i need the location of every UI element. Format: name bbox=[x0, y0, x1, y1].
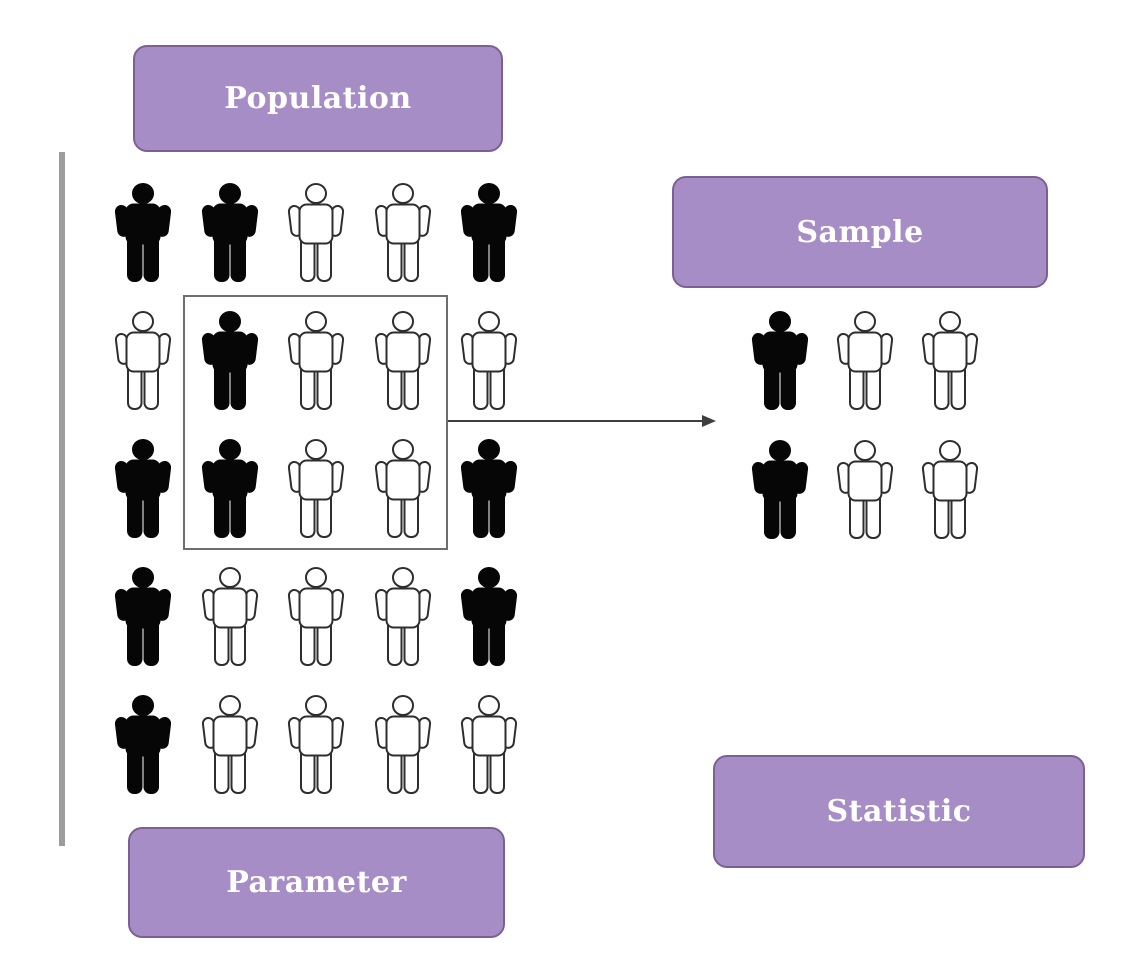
person-icon-outline bbox=[374, 439, 431, 538]
person-slot bbox=[198, 183, 262, 283]
person-icon-filled bbox=[460, 183, 518, 282]
person-icon-outline bbox=[460, 695, 518, 794]
person-slot bbox=[284, 695, 348, 795]
sampling-arrow-line bbox=[448, 419, 706, 422]
statistic-label-box: Statistic bbox=[713, 755, 1085, 868]
person-icon-outline bbox=[374, 183, 431, 282]
person-slot bbox=[111, 439, 175, 539]
person-icon-outline bbox=[836, 440, 894, 539]
person-icon-outline bbox=[374, 695, 431, 794]
person-slot bbox=[284, 567, 348, 667]
person-icon-outline bbox=[287, 567, 345, 666]
person-slot bbox=[457, 567, 521, 667]
parameter-label: Parameter bbox=[226, 865, 407, 900]
arrow-head-icon bbox=[702, 414, 716, 427]
person-icon-filled bbox=[114, 695, 172, 794]
population-label-box: Population bbox=[133, 45, 503, 152]
person-slot bbox=[457, 311, 521, 411]
person-icon-outline bbox=[374, 567, 431, 666]
person-icon-filled bbox=[201, 311, 258, 410]
person-slot bbox=[111, 695, 175, 795]
population-label: Population bbox=[224, 81, 412, 116]
person-slot bbox=[198, 439, 262, 539]
person-slot bbox=[284, 439, 348, 539]
parameter-label-box: Parameter bbox=[128, 827, 505, 938]
person-slot bbox=[833, 440, 897, 540]
person-icon-outline bbox=[201, 567, 258, 666]
person-slot bbox=[284, 183, 348, 283]
person-slot bbox=[371, 695, 435, 795]
statistic-label: Statistic bbox=[826, 794, 972, 829]
person-slot bbox=[198, 695, 262, 795]
person-icon-outline bbox=[460, 311, 518, 410]
person-icon-outline bbox=[201, 695, 258, 794]
person-slot bbox=[371, 311, 435, 411]
person-icon-filled bbox=[751, 440, 809, 539]
person-icon-outline bbox=[374, 311, 431, 410]
person-icon-filled bbox=[460, 439, 518, 538]
person-slot bbox=[198, 567, 262, 667]
left-accent-bar bbox=[59, 152, 65, 846]
person-icon-filled bbox=[114, 439, 172, 538]
person-slot bbox=[918, 440, 982, 540]
person-icon-filled bbox=[201, 183, 258, 282]
person-icon-outline bbox=[287, 311, 345, 410]
person-icon-outline bbox=[287, 439, 345, 538]
person-slot bbox=[371, 439, 435, 539]
person-slot bbox=[833, 311, 897, 411]
person-slot bbox=[457, 183, 521, 283]
sample-label: Sample bbox=[796, 214, 924, 250]
person-icon-outline bbox=[287, 183, 345, 282]
person-slot bbox=[748, 440, 812, 540]
person-icon-filled bbox=[201, 439, 258, 538]
person-icon-filled bbox=[460, 567, 518, 666]
person-slot bbox=[371, 567, 435, 667]
person-icon-outline bbox=[921, 440, 979, 539]
person-slot bbox=[111, 311, 175, 411]
person-icon-outline bbox=[921, 311, 979, 410]
person-icon-filled bbox=[114, 183, 172, 282]
person-slot bbox=[111, 567, 175, 667]
person-slot bbox=[371, 183, 435, 283]
person-slot bbox=[284, 311, 348, 411]
sample-selection-box bbox=[183, 295, 448, 550]
person-slot bbox=[198, 311, 262, 411]
person-slot bbox=[111, 183, 175, 283]
person-slot bbox=[918, 311, 982, 411]
person-icon-outline bbox=[287, 695, 345, 794]
person-icon-filled bbox=[751, 311, 809, 410]
sampling-arrow bbox=[448, 412, 718, 429]
person-icon-outline bbox=[114, 311, 172, 410]
person-slot bbox=[457, 439, 521, 539]
sample-label-box: Sample bbox=[672, 176, 1048, 288]
person-slot bbox=[457, 695, 521, 795]
person-slot bbox=[748, 311, 812, 411]
person-icon-filled bbox=[114, 567, 172, 666]
person-icon-outline bbox=[836, 311, 894, 410]
